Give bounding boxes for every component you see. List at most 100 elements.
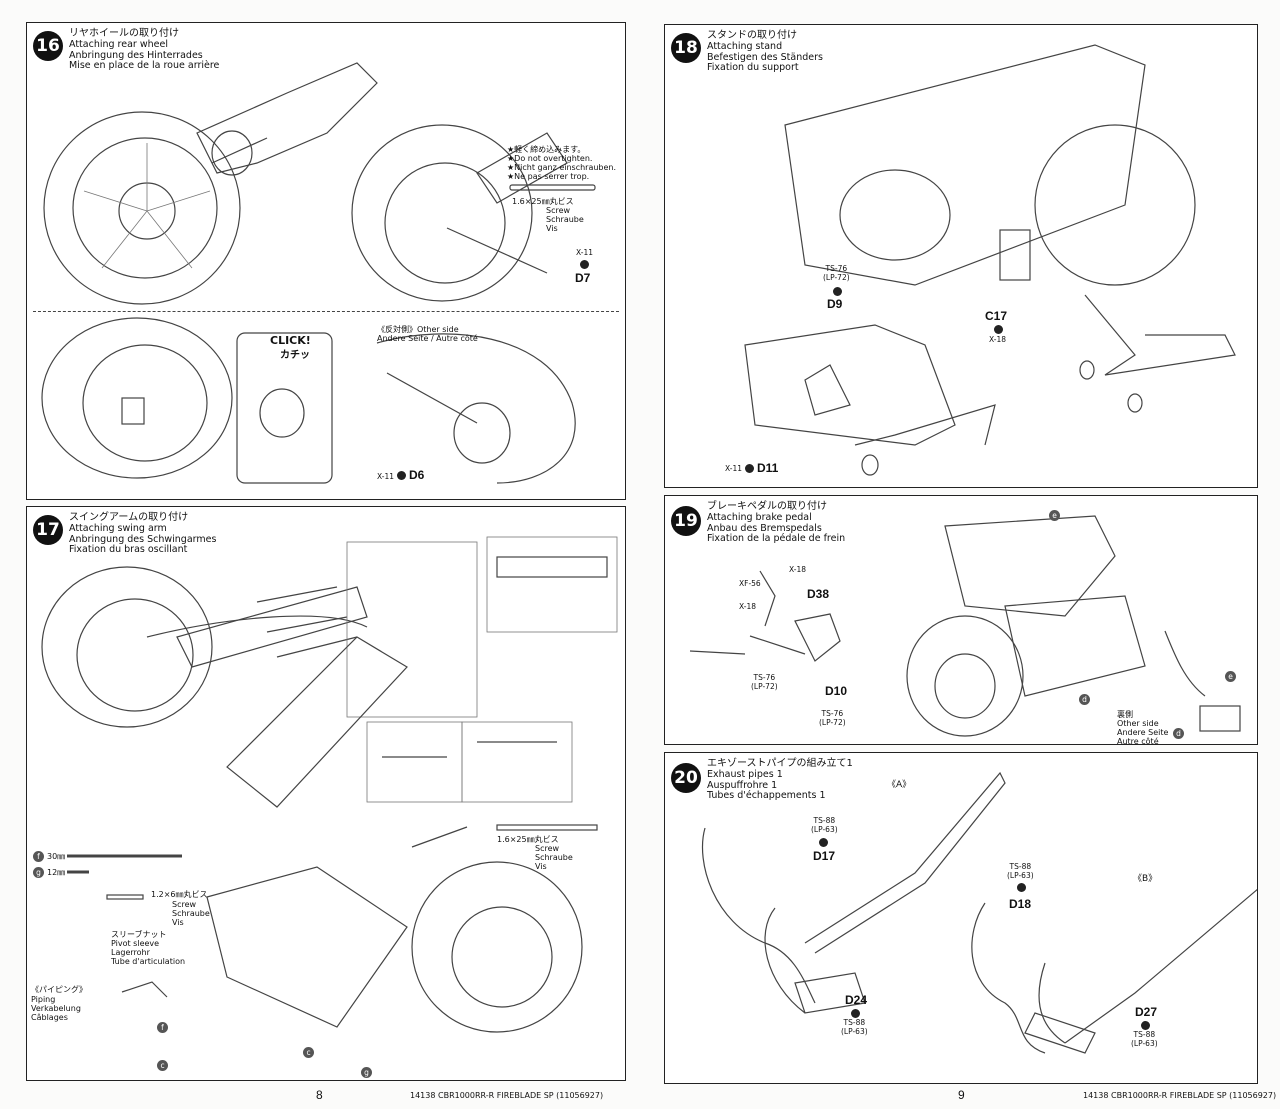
screw-small-de: Schraube bbox=[172, 909, 210, 918]
brake-pedal-illustration bbox=[689, 515, 1241, 737]
right-page: 18 スタンドの取り付け Attaching stand Befestigen … bbox=[640, 0, 1280, 1109]
paint-d9: TS-76 (LP-72) bbox=[823, 264, 850, 282]
step-20-title-jp: エキゾーストパイプの組み立て1 bbox=[707, 758, 853, 769]
other-side-jp: 裏側 bbox=[1117, 710, 1133, 719]
exhaust-pipes-illustration bbox=[701, 771, 1257, 1054]
part-d18: D18 bbox=[1009, 897, 1032, 911]
step-17-title-de: Anbringung des Schwingarmes bbox=[69, 533, 217, 545]
screw-small-size: 1.2×6㎜丸ビス bbox=[151, 890, 208, 899]
step-18-number: 18 bbox=[671, 33, 701, 63]
paint-dot-d7 bbox=[580, 260, 589, 269]
step-16-number: 16 bbox=[33, 31, 63, 61]
step-16-divider bbox=[33, 311, 619, 312]
screw-large-size: 1.6×25㎜丸ビス bbox=[497, 835, 559, 844]
screw-large-fr: Vis bbox=[535, 862, 547, 871]
part-d10: D10 bbox=[825, 684, 848, 698]
step-18-titles: スタンドの取り付け Attaching stand Befestigen des… bbox=[707, 30, 823, 74]
screw-small-fr: Vis bbox=[172, 918, 184, 927]
piping-en: Piping bbox=[31, 995, 56, 1004]
paint-d7: X-11 bbox=[576, 248, 594, 257]
step-16-title-de: Anbringung des Hinterrades bbox=[69, 49, 203, 61]
step-19-number: 19 bbox=[671, 506, 701, 536]
step-17-panel: 17 スイングアームの取り付け Attaching swing arm Anbr… bbox=[26, 506, 626, 1081]
step-18-title-en: Attaching stand bbox=[707, 40, 783, 52]
step-16-title-jp: リヤホイールの取り付け bbox=[69, 28, 179, 39]
paint-x18-mid: X-18 bbox=[739, 602, 757, 611]
part-c17: C17 bbox=[985, 309, 1008, 323]
step-20-panel: 20 エキゾーストパイプの組み立て1 Exhaust pipes 1 Auspu… bbox=[664, 752, 1258, 1084]
other-side-label: 《反対側》Other side bbox=[377, 325, 459, 334]
other-side-fr: Autre côté bbox=[1117, 737, 1159, 745]
piping-letter-c2: c bbox=[303, 1047, 314, 1058]
sleeve-jp: スリーブナット bbox=[111, 930, 167, 939]
paint-dot-c17 bbox=[994, 325, 1003, 334]
step-20-title-en: Exhaust pipes 1 bbox=[707, 768, 783, 780]
piping-fr: Câblages bbox=[31, 1013, 68, 1022]
piping-letter-f: f bbox=[33, 851, 44, 862]
step-17-title-jp: スイングアームの取り付け bbox=[69, 512, 189, 523]
part-d7: D7 bbox=[575, 271, 591, 285]
warning-en: ★Do not overtighten. bbox=[507, 154, 593, 163]
paint-dot-d17 bbox=[819, 838, 828, 847]
step-19-title-en: Attaching brake pedal bbox=[707, 511, 812, 523]
screw-size-label: 1.6×25㎜丸ビス bbox=[512, 197, 574, 206]
other-side-de: Andere Seite bbox=[1117, 728, 1169, 737]
part-d27: D27 bbox=[1135, 1005, 1158, 1019]
right-page-number: 9 bbox=[958, 1088, 965, 1102]
step-18-title-fr: Fixation du support bbox=[707, 62, 799, 74]
screw-small-en: Screw bbox=[172, 900, 197, 909]
step-18-title-jp: スタンドの取り付け bbox=[707, 30, 797, 41]
step-19-title-de: Anbau des Bremspedals bbox=[707, 522, 822, 534]
swing-arm-illustration bbox=[41, 536, 618, 1033]
piping-jp: 《パイピング》 bbox=[31, 985, 87, 994]
step-20-number: 20 bbox=[671, 763, 701, 793]
part-d9: D9 bbox=[827, 297, 843, 311]
piping-letter-g: g bbox=[33, 867, 44, 878]
screw-de-label: Schraube bbox=[546, 215, 584, 224]
part-d17: D17 bbox=[813, 849, 836, 863]
step-17-title-fr: Fixation du bras oscillant bbox=[69, 544, 188, 556]
sleeve-de: Lagerrohr bbox=[111, 948, 150, 957]
paint-d17: TS-88 (LP-63) bbox=[811, 816, 838, 834]
sleeve-fr: Tube d'articulation bbox=[111, 957, 186, 966]
rear-wheel-illustration bbox=[43, 62, 596, 305]
wheel-detail-illustrations bbox=[41, 317, 576, 484]
other-side-de-fr-label: Andere Seite / Autre côté bbox=[377, 334, 478, 343]
piping-letter-f2: f bbox=[157, 1022, 168, 1033]
piping-letter-e1: e bbox=[1049, 510, 1060, 521]
step-16-title-fr: Mise en place de la roue arrière bbox=[69, 60, 220, 72]
step-20-title-de: Auspuffrohre 1 bbox=[707, 779, 778, 791]
step-19-title-fr: Fixation de la pédale de frein bbox=[707, 533, 846, 545]
step-16-panel: 16 リヤホイールの取り付け Attaching rear wheel Anbr… bbox=[26, 22, 626, 500]
step-18-panel: 18 スタンドの取り付け Attaching stand Befestigen … bbox=[664, 24, 1258, 488]
paint-d24: TS-88 (LP-63) bbox=[841, 1018, 868, 1036]
paint-dot-d11 bbox=[745, 464, 754, 473]
paint-ts76-left: TS-76 (LP-72) bbox=[751, 673, 778, 691]
step-20-title-fr: Tubes d'échappements 1 bbox=[707, 790, 826, 802]
pipe-f-length: 30㎜ bbox=[47, 852, 66, 861]
piping-letter-c1: c bbox=[157, 1060, 168, 1071]
screw-fr-label: Vis bbox=[546, 224, 558, 233]
piping-letter-d1: d bbox=[1079, 694, 1090, 705]
paint-xf56: XF-56 bbox=[739, 579, 761, 588]
other-side-en: Other side bbox=[1117, 719, 1159, 728]
step-19-title-jp: ブレーキペダルの取り付け bbox=[707, 501, 827, 512]
warning-jp: ★軽く締め込みます。 bbox=[507, 145, 586, 154]
sleeve-en: Pivot sleeve bbox=[111, 939, 160, 948]
step-19-titles: ブレーキペダルの取り付け Attaching brake pedal Anbau… bbox=[707, 501, 846, 545]
paint-dot-d24 bbox=[851, 1009, 860, 1018]
part-d6: D6 bbox=[409, 468, 425, 482]
piping-letter-g2: g bbox=[361, 1067, 372, 1078]
screw-en-label: Screw bbox=[546, 206, 571, 215]
warning-fr: ★Ne pas serrer trop. bbox=[507, 172, 590, 181]
step-16-title-en: Attaching rear wheel bbox=[69, 38, 168, 50]
paint-dot-d27 bbox=[1141, 1021, 1150, 1030]
paint-c17: X-18 bbox=[989, 335, 1007, 344]
group-a-label: 《A》 bbox=[887, 780, 912, 790]
paint-x18-top: X-18 bbox=[789, 565, 807, 574]
paint-dot-d18 bbox=[1017, 883, 1026, 892]
step-16-titles: リヤホイールの取り付け Attaching rear wheel Anbring… bbox=[69, 28, 220, 72]
part-d38: D38 bbox=[807, 587, 830, 601]
step-19-panel: 19 ブレーキペダルの取り付け Attaching brake pedal An… bbox=[664, 495, 1258, 745]
click-label-en: CLICK! bbox=[270, 334, 311, 347]
